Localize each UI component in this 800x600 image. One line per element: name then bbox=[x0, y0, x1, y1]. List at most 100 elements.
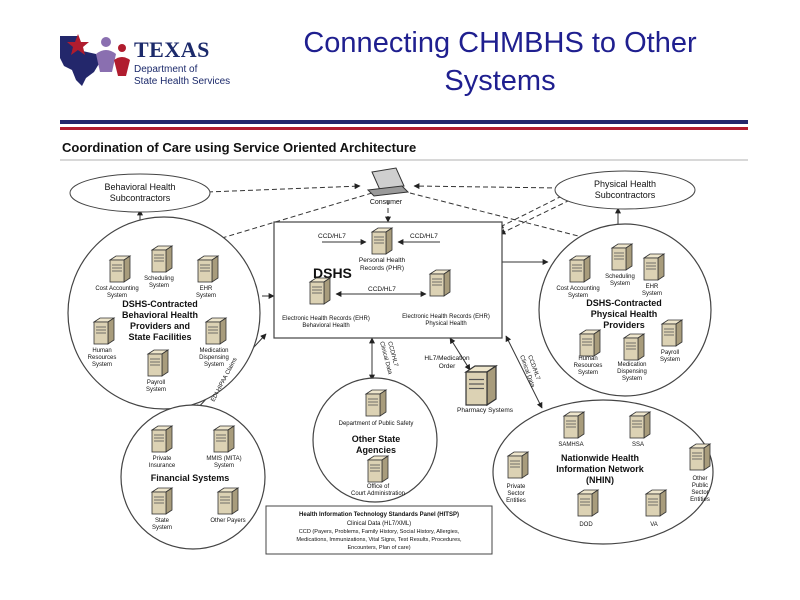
physical-subcontractors-ellipse bbox=[554, 170, 696, 210]
right-medication-label-3: System bbox=[622, 376, 642, 382]
ccd-left-label: CCD/HL7 bbox=[318, 233, 346, 240]
ehr-behavioral-label-1: Electronic Health Records (EHR) bbox=[282, 316, 370, 322]
phr-label-2: Records (PHR) bbox=[360, 265, 404, 272]
right-circle-title-1: DSHS-Contracted bbox=[586, 298, 662, 308]
phr-server-icon bbox=[371, 227, 393, 255]
nhin-connector bbox=[505, 335, 543, 409]
other-public-label-4: Entities bbox=[690, 497, 710, 503]
consumer-label: Consumer bbox=[370, 199, 403, 206]
ehr-behavioral-server-icon bbox=[309, 277, 331, 305]
hitsp-title: Health Information Technology Standards … bbox=[299, 512, 459, 518]
right-ehr-label-2: System bbox=[642, 291, 662, 297]
logo-subtitle-2: State Health Services bbox=[134, 76, 231, 87]
person-body-icon bbox=[96, 50, 116, 72]
ccd-mid-label: CCD/HL7 bbox=[368, 286, 396, 293]
mmis-label-1: MMIS (MITA) bbox=[206, 456, 241, 462]
phr-label-1: Personal Health bbox=[359, 257, 406, 264]
right-circle-title-3: Providers bbox=[603, 320, 645, 330]
other-payers-label: Other Payers bbox=[210, 518, 245, 524]
right-scheduling-label-2: System bbox=[610, 281, 630, 287]
logo-name: TEXAS bbox=[134, 37, 210, 62]
behavioral-subcontractors-ellipse bbox=[69, 173, 211, 213]
private-sector-label-3: Entities bbox=[506, 498, 526, 504]
left-hr-label-3: System bbox=[92, 362, 112, 368]
physical-subcontractors-line2: Subcontractors bbox=[595, 190, 656, 200]
pharmacy-label: Pharmacy Systems bbox=[457, 407, 514, 414]
dshs-title: DSHS bbox=[313, 265, 352, 281]
va-label: VA bbox=[650, 522, 658, 528]
agencies-title-1: Other State bbox=[352, 434, 401, 444]
left-medication-label-2: Dispensing bbox=[199, 355, 229, 361]
left-ehr-label-2: System bbox=[196, 293, 216, 299]
physical-sub-to-dshs-dashed bbox=[499, 199, 571, 235]
left-circle-title-4: State Facilities bbox=[128, 332, 191, 342]
left-circle-title-1: DSHS-Contracted bbox=[122, 299, 198, 309]
state-system-server-icon bbox=[151, 487, 173, 515]
ehr-behavioral-label-2: Behavioral Health bbox=[302, 323, 349, 329]
right-circle-title-2: Physical Health bbox=[591, 309, 658, 319]
va-server-icon bbox=[645, 489, 667, 517]
consumer-laptop-icon bbox=[366, 167, 410, 197]
hitsp-line-2: CCD (Payers, Problems, Family History, S… bbox=[299, 529, 460, 535]
samhsa-label: SAMHSA bbox=[558, 442, 583, 448]
hitsp-line-1: Clinical Data (HL7/XML) bbox=[347, 521, 411, 527]
right-payroll-server-icon bbox=[661, 319, 683, 347]
financial-systems-title: Financial Systems bbox=[151, 473, 230, 483]
state-system-label-2: System bbox=[152, 525, 172, 531]
ehr-physical-label-2: Physical Health bbox=[425, 321, 466, 327]
pharmacy-order-label-2: Order bbox=[439, 363, 456, 370]
right-medication-label-2: Dispensing bbox=[617, 369, 647, 375]
other-public-server-icon bbox=[689, 443, 711, 471]
hitsp-line-3: Medications, Immunizations, Vital Signs,… bbox=[296, 537, 462, 543]
pharmacy-server-icon bbox=[465, 365, 497, 406]
right-medication-server-icon bbox=[623, 333, 645, 361]
public-safety-label: Department of Public Safety bbox=[339, 421, 414, 427]
right-payroll-label-1: Payroll bbox=[661, 350, 679, 356]
title-line-1: Connecting CHMBHS to Other bbox=[303, 27, 697, 59]
private-sector-label-2: Sector bbox=[507, 491, 524, 497]
left-circle-title-2: Behavioral Health bbox=[122, 310, 198, 320]
star-icon bbox=[67, 34, 89, 55]
dshs-to-pharmacy bbox=[449, 337, 471, 371]
right-ehr-server-icon bbox=[643, 253, 665, 281]
other-payers-server-icon bbox=[217, 487, 239, 515]
nhin-title-2: Information Network bbox=[556, 464, 644, 474]
person-body-icon-2 bbox=[114, 57, 130, 76]
court-admin-server-icon bbox=[367, 455, 389, 483]
logo-subtitle-1: Department of bbox=[134, 64, 198, 75]
other-public-label-3: Sector bbox=[691, 490, 708, 496]
other-public-label-1: Other bbox=[692, 476, 707, 482]
left-payroll-label-2: System bbox=[146, 387, 166, 393]
ccd-right-label: CCD/HL7 bbox=[410, 233, 438, 240]
right-hr-label-2: Resources bbox=[574, 363, 603, 369]
physical-sub-to-consumer-dashed bbox=[413, 183, 561, 190]
left-cost-accounting-server-icon bbox=[109, 255, 131, 283]
left-hr-label-2: Resources bbox=[88, 355, 117, 361]
left-scheduling-server-icon bbox=[151, 245, 173, 273]
ehr-physical-server-icon bbox=[429, 269, 451, 297]
right-payroll-label-2: System bbox=[660, 357, 680, 363]
court-admin-label-2: Court Administration bbox=[351, 491, 405, 497]
left-ehr-server-icon bbox=[197, 255, 219, 283]
nhin-title-3: (NHIN) bbox=[586, 475, 614, 485]
left-cost-accounting-label-2: System bbox=[107, 293, 127, 299]
right-hr-server-icon bbox=[579, 329, 601, 357]
ssa-label: SSA bbox=[632, 442, 644, 448]
public-safety-server-icon bbox=[365, 389, 387, 417]
left-medication-server-icon bbox=[205, 317, 227, 345]
ehr-physical-label-1: Electronic Health Records (EHR) bbox=[402, 314, 490, 320]
state-system-label-1: State bbox=[155, 518, 170, 524]
nhin-title-1: Nationwide Health bbox=[561, 453, 639, 463]
diagram-heading: Coordination of Care using Service Orien… bbox=[62, 140, 416, 155]
left-cost-accounting-label-1: Cost Accounting bbox=[95, 286, 138, 292]
dod-server-icon bbox=[577, 489, 599, 517]
court-admin-label-1: Office of bbox=[367, 484, 390, 490]
mmis-server-icon bbox=[213, 425, 235, 453]
right-ehr-label-1: EHR bbox=[646, 284, 659, 290]
page-title: Connecting CHMBHS to Other Systems bbox=[250, 24, 750, 100]
title-rule-red bbox=[60, 127, 748, 130]
left-medication-label-3: System bbox=[204, 362, 224, 368]
right-medication-label-1: Medication bbox=[617, 362, 646, 368]
